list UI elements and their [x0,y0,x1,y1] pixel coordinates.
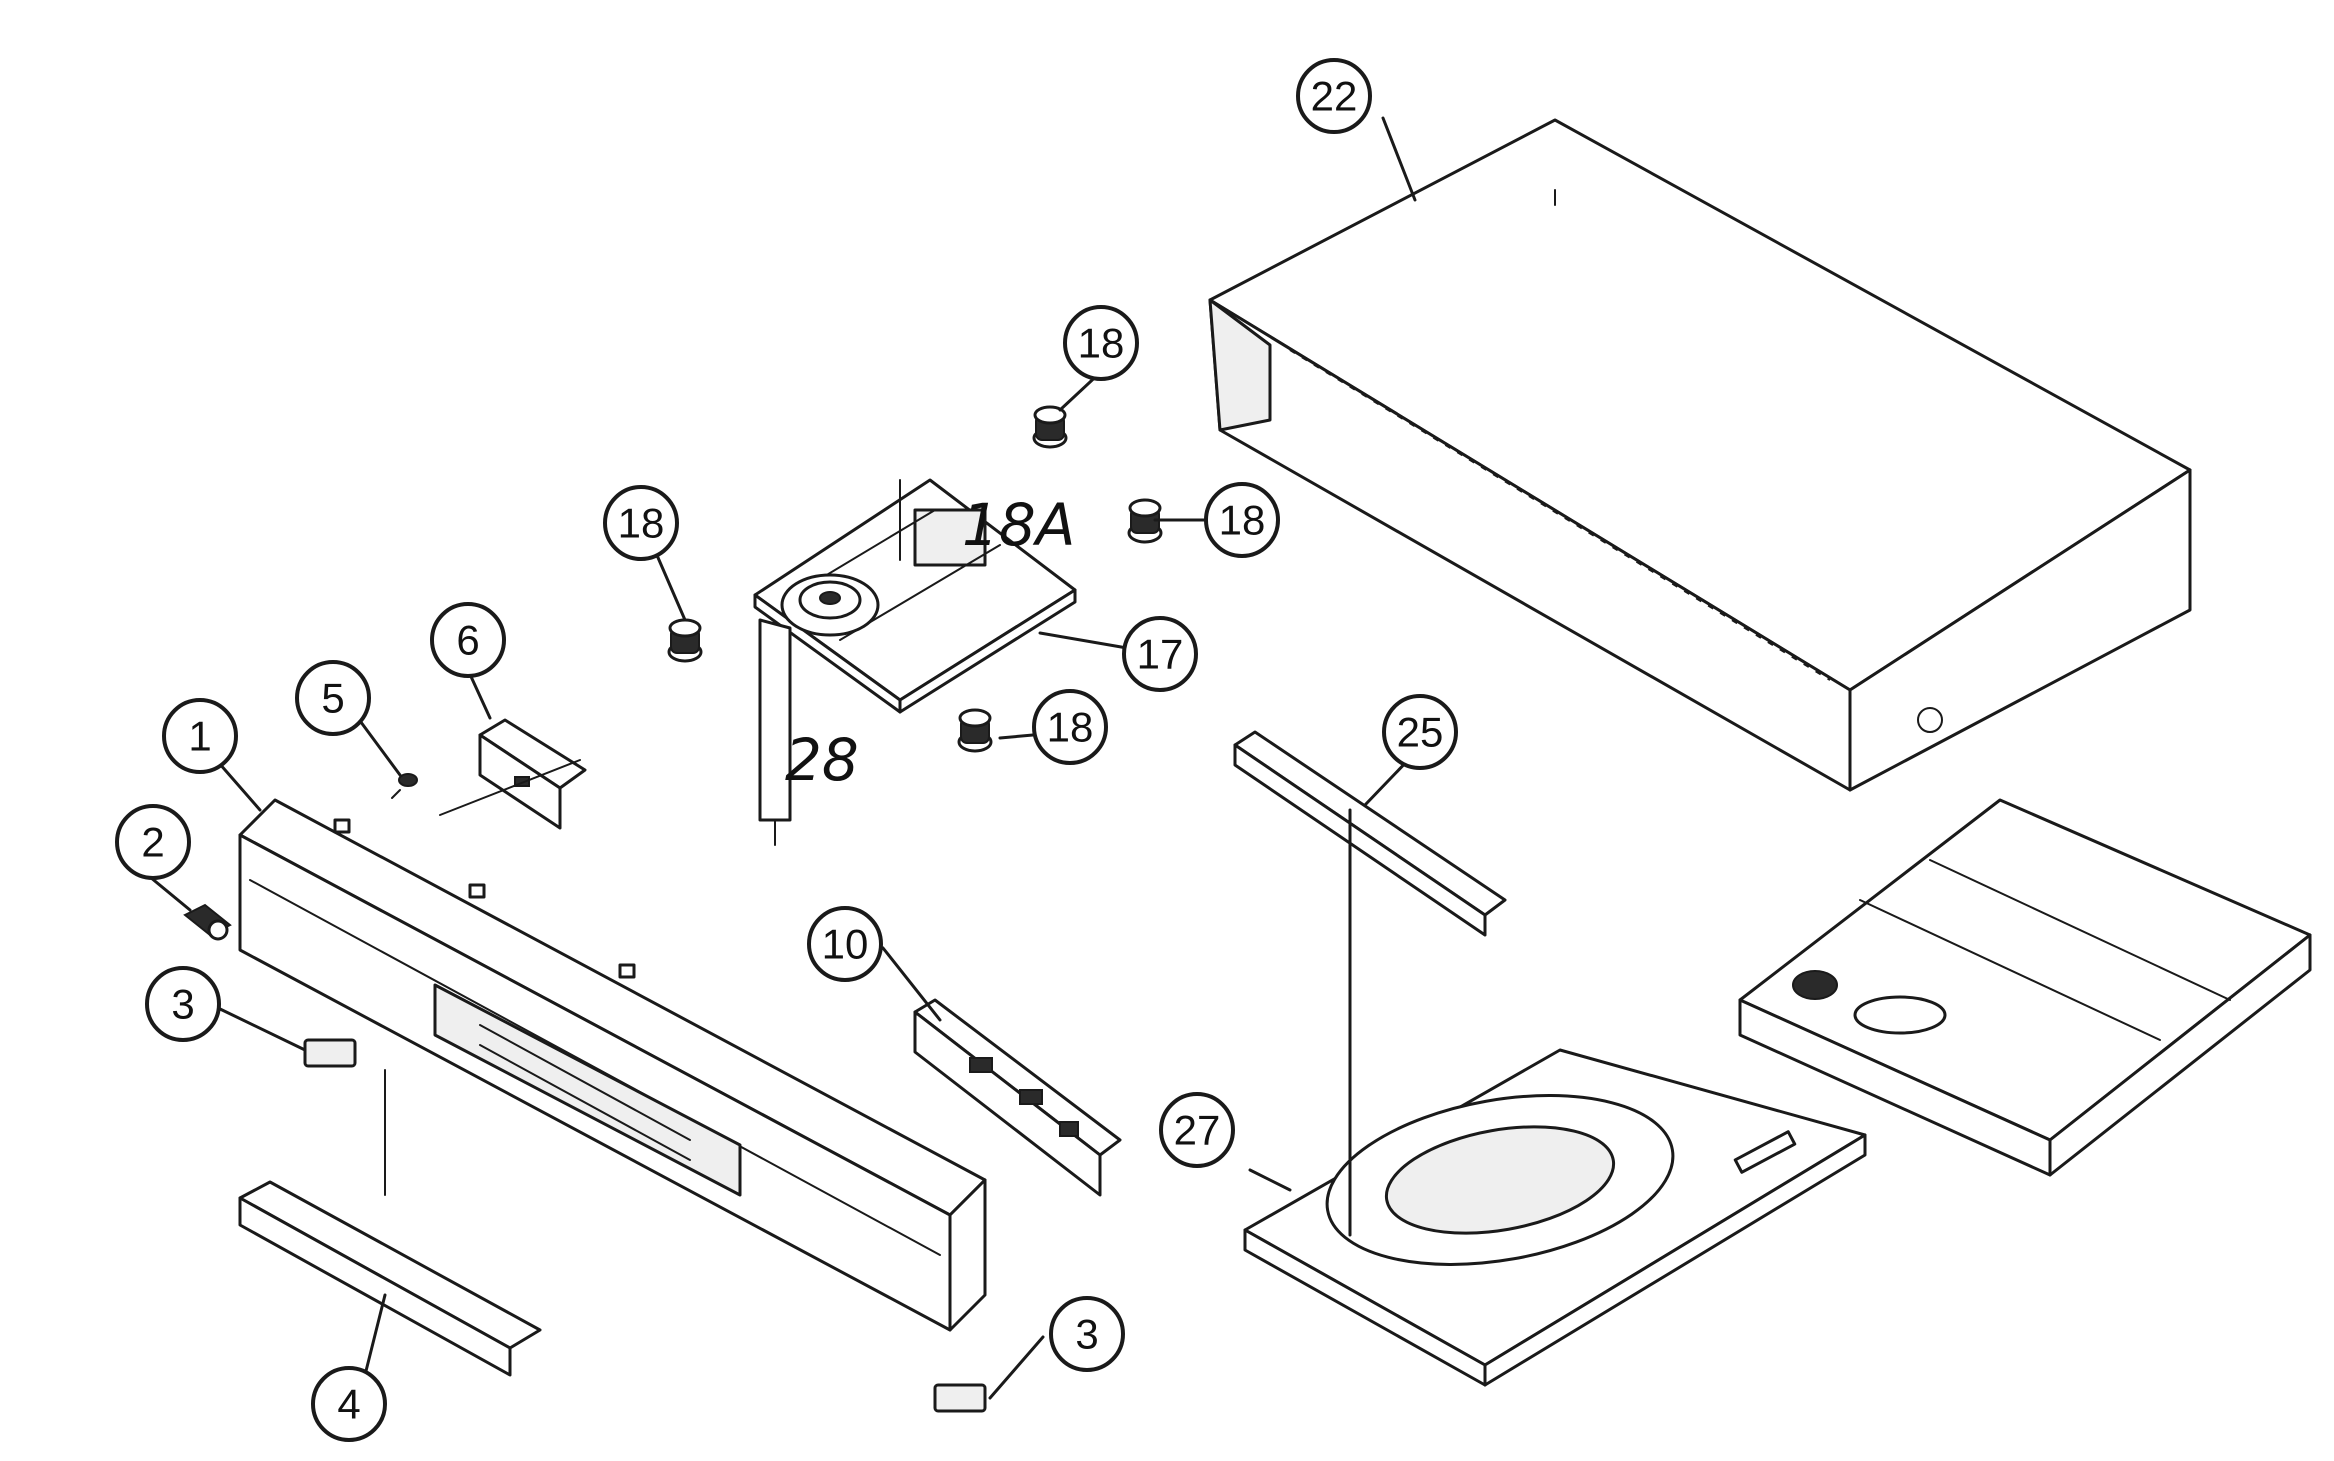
grommet-icon [667,618,703,663]
svg-text:3: 3 [1075,1311,1098,1358]
label-28: 28 [785,726,859,794]
loader-chassis-part [1738,798,2312,1177]
callout-18-bottom: 18 [1032,689,1108,765]
callout-6: 6 [430,602,506,678]
svg-text:6: 6 [456,617,479,664]
led-part [391,773,418,799]
grommet-icon [1127,498,1163,544]
grommet-parts [667,405,1163,753]
callout-25: 25 [1382,694,1458,770]
grommet-icon [957,708,993,753]
grommet-icon [1032,405,1068,449]
callout-1: 1 [162,698,238,774]
display-window-part [238,1180,542,1377]
svg-text:18: 18 [1219,497,1266,544]
svg-text:3: 3 [171,981,194,1028]
callout-4: 4 [311,1366,387,1442]
svg-text:25: 25 [1397,709,1444,756]
svg-text:5: 5 [321,675,344,722]
svg-text:1: 1 [188,713,211,760]
knob-part [183,903,232,941]
callout-18-left: 18 [603,485,679,561]
svg-text:2: 2 [141,819,164,866]
callout-27: 27 [1159,1092,1235,1168]
front-panel-part [238,798,987,1332]
top-cover-part [1208,118,2192,792]
svg-text:18: 18 [1078,320,1125,367]
callout-18-right: 18 [1204,482,1280,558]
svg-text:4: 4 [337,1381,360,1428]
svg-text:10: 10 [822,921,869,968]
svg-text:22: 22 [1311,73,1358,120]
callout-22: 22 [1296,58,1372,134]
callout-17: 17 [1122,616,1198,692]
foot-part [933,1383,987,1413]
disc-tray-part [1243,1048,1867,1387]
callout-3-left: 3 [145,966,221,1042]
svg-text:17: 17 [1137,631,1184,678]
callout-10: 10 [807,906,883,982]
disc-mechanism-part [753,478,1077,846]
label-18a: 18A [962,491,1075,559]
strip-part [1233,730,1507,937]
small-pcb-part [478,718,587,830]
callout-2: 2 [115,804,191,880]
main-pcb-part [913,998,1122,1197]
callout-3-right: 3 [1049,1296,1125,1372]
svg-text:18: 18 [1047,704,1094,751]
svg-text:27: 27 [1174,1107,1221,1154]
svg-text:18: 18 [618,500,665,547]
callout-18-top: 18 [1063,305,1139,381]
callout-5: 5 [295,660,371,736]
foot-part [303,1038,357,1068]
